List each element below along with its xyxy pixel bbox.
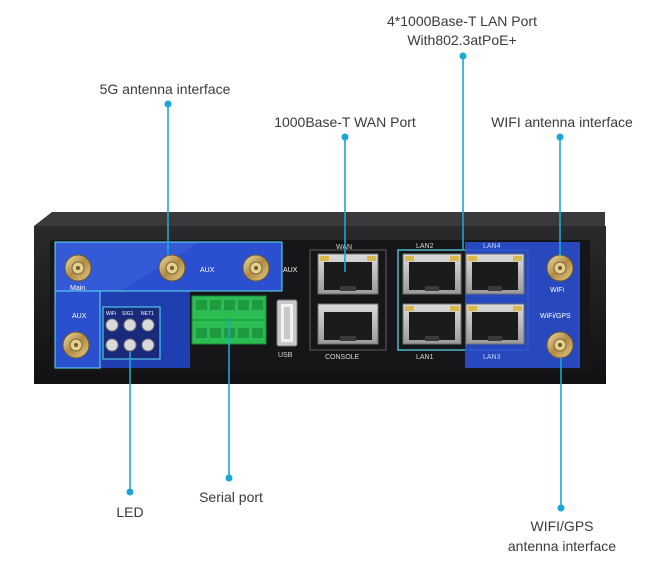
lan2-port[interactable] [402, 253, 462, 295]
led-indicator [123, 318, 137, 332]
lan4-port[interactable] [465, 253, 525, 295]
lan3-label: LAN3 [483, 354, 501, 361]
lan1-port[interactable] [402, 303, 462, 345]
antenna-connector-aux-left[interactable] [62, 331, 90, 359]
led-label-wifi: WiFi [106, 311, 116, 317]
antenna-connector-main[interactable] [64, 254, 92, 282]
led-indicator [123, 338, 137, 352]
led-indicator [105, 338, 119, 352]
led-indicator [141, 338, 155, 352]
leader-dot [126, 488, 134, 496]
lan2-label: LAN2 [416, 243, 434, 250]
antenna-connector-aux-2[interactable] [242, 254, 270, 282]
aux-antenna-label-top-1: AUX [200, 267, 215, 274]
led-label-net1: NET1 [141, 311, 154, 317]
led-indicator [105, 318, 119, 332]
lan3-port[interactable] [465, 303, 525, 345]
console-label: CONSOLE [325, 354, 360, 361]
aux-antenna-label-left: AUX [72, 313, 87, 320]
aux-antenna-label-top-2: AUX [283, 267, 298, 274]
callout-wifi-gps-line1: WIFI/GPS [531, 518, 594, 534]
wifi-antenna-connector[interactable] [546, 254, 574, 282]
callout-led: LED [116, 504, 143, 520]
callout-5g-antenna: 5G antenna interface [100, 81, 231, 97]
callout-lan-port-line1: 4*1000Base-T LAN Port [387, 13, 537, 29]
antenna-connector-aux-1[interactable] [158, 254, 186, 282]
usb-port[interactable] [276, 299, 298, 347]
callout-lan-port-line2: With802.3atPoE+ [407, 32, 516, 48]
wifi-gps-antenna-connector[interactable] [546, 331, 574, 359]
leader-dot [557, 504, 565, 512]
callout-wifi-gps-line2: antenna interface [508, 538, 616, 554]
main-antenna-label: Main [70, 285, 85, 292]
leader-dot [225, 474, 233, 482]
led-indicator [141, 318, 155, 332]
callout-serial-port: Serial port [199, 489, 263, 505]
led-label-sig1: SIG1 [122, 311, 134, 317]
wifi-antenna-label: WiFi [550, 287, 564, 294]
console-port[interactable] [317, 303, 379, 345]
callout-wan-port: 1000Base-T WAN Port [274, 114, 416, 130]
leader-dot [164, 100, 172, 108]
usb-label: USB [278, 352, 293, 359]
wan-label: WAN [336, 244, 352, 251]
lan4-label: LAN4 [483, 243, 501, 250]
wan-port[interactable] [317, 253, 379, 295]
led-panel: WiFi SIG1 NET1 [102, 306, 161, 360]
callout-lines [126, 52, 565, 512]
leader-dot [459, 52, 467, 60]
ethernet-group-wan-console: WAN CONSOLE [309, 244, 387, 361]
callout-wifi-antenna: WIFI antenna interface [491, 114, 633, 130]
leader-dot [556, 133, 564, 141]
leader-dot [341, 133, 349, 141]
lan1-label: LAN1 [416, 354, 434, 361]
wifi-gps-antenna-label: WiFi/GPS [540, 313, 571, 320]
